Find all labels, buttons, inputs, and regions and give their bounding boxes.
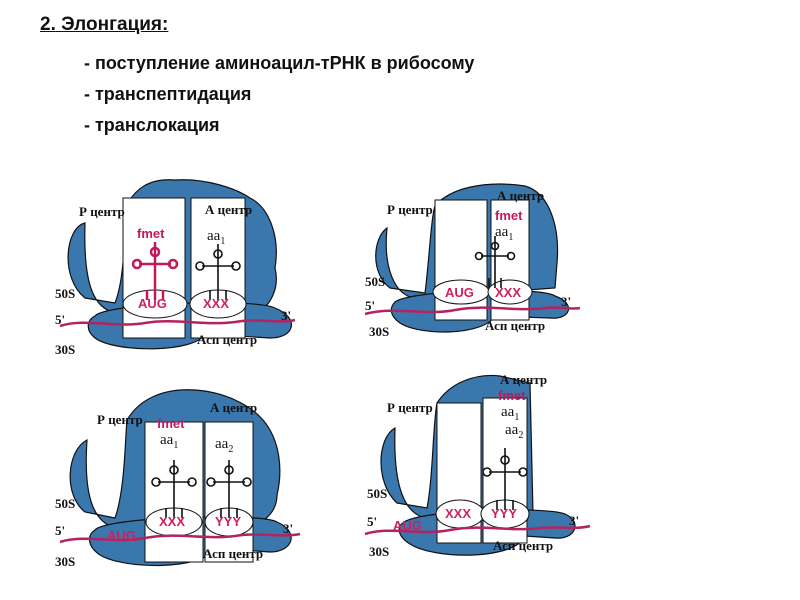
fmet-label: fmet <box>157 416 185 431</box>
heading-number: 2. <box>40 14 56 35</box>
aa2-label: aa2 <box>215 436 233 455</box>
codon-prev: AUG <box>393 518 422 533</box>
label-30s: 30S <box>369 324 389 339</box>
aa2-label: aa2 <box>505 422 523 441</box>
aa1-sub: 1 <box>173 440 178 451</box>
aa1-main: aa <box>160 432 174 448</box>
heading-title: Элонгация: <box>55 14 169 35</box>
label-3prime: 3' <box>281 308 291 323</box>
ribosome-diagram-1: Р центр А центр fmet aa1 AUG XXX 50S 5' … <box>55 179 296 357</box>
codon-prev: AUG <box>107 528 136 543</box>
aa1-sub: 1 <box>514 412 519 423</box>
p-center-label: Р центр <box>79 204 125 219</box>
label-5prime: 5' <box>367 514 377 529</box>
label-50s: 50S <box>367 486 387 501</box>
trna-aa2 <box>206 460 252 518</box>
p-center-label: Р центр <box>387 400 433 415</box>
aa2-main: aa <box>505 422 519 438</box>
fmet-label: fmet <box>498 388 526 403</box>
aa-main: aa <box>495 224 509 240</box>
label-3prime: 3' <box>561 294 571 309</box>
codon-a: XXX <box>495 285 521 300</box>
a-center-label: А центр <box>497 188 544 203</box>
bullet-item: - транспептидация <box>84 84 252 104</box>
trna-aa1 <box>474 236 516 288</box>
trna-aa2 <box>482 448 528 510</box>
aa1-main: aa <box>501 404 515 420</box>
mrna-strand <box>364 524 591 536</box>
bullet-item: - поступление аминоацил-тРНК в рибосому <box>84 53 475 73</box>
aa2-main: aa <box>215 436 229 452</box>
p-center-label: Р центр <box>387 202 433 217</box>
bullet-item: - транслокация <box>84 115 220 135</box>
bullet-list: - поступление аминоацил-тРНК в рибосому … <box>84 48 474 141</box>
aa-sub: 1 <box>508 232 513 243</box>
label-3prime: 3' <box>283 521 293 536</box>
label-5prime: 5' <box>55 523 65 538</box>
ribosome-diagram-3: Р центр А центр fmet aa1 aa2 AUG XXX YYY… <box>55 389 301 569</box>
ribosome-diagram-4: Р центр А центр fmet aa1 aa2 AUG XXX YYY… <box>364 372 591 559</box>
fmet-label: fmet <box>137 226 165 241</box>
small-subunit-shape <box>87 302 293 350</box>
asp-center-label: Асп центр <box>197 332 257 347</box>
p-center-label: Р центр <box>97 412 143 427</box>
mrna-strand <box>364 306 581 316</box>
codon-p: AUG <box>138 296 167 311</box>
codon-bubble <box>487 279 533 305</box>
codon-a: XXX <box>203 296 229 311</box>
label-30s: 30S <box>55 554 75 569</box>
mrna-strand <box>59 532 301 544</box>
asp-center-label: Асп центр <box>485 318 545 333</box>
aa1-label: aa1 <box>501 404 519 423</box>
label-3prime: 3' <box>569 513 579 528</box>
slide-heading: 2. Элонгация: <box>40 14 168 36</box>
label-50s: 50S <box>365 274 385 289</box>
ribosome-panel-1: Р центр А центр fmet aa1 AUG XXX 50S 5' … <box>55 168 305 373</box>
label-50s: 50S <box>55 286 75 301</box>
codon-a: YYY <box>491 506 517 521</box>
label-5prime: 5' <box>365 298 375 313</box>
label-5prime: 5' <box>55 312 65 327</box>
aa-main: aa <box>207 228 221 244</box>
aa2-sub: 2 <box>228 444 233 455</box>
trna-aa1 <box>151 460 197 518</box>
mrna-strand <box>59 318 296 328</box>
aa2-sub: 2 <box>518 430 523 441</box>
ribosome-panel-4: Р центр А центр fmet aa1 aa2 AUG XXX YYY… <box>364 368 595 583</box>
codon-a: YYY <box>215 514 241 529</box>
trna-aa1 <box>195 244 241 300</box>
codon-p: XXX <box>445 506 471 521</box>
aa-label: aa1 <box>207 228 225 247</box>
aa-label: aa1 <box>495 224 513 243</box>
codon-p: XXX <box>159 514 185 529</box>
ribosome-panel-2: Р центр А центр fmet aa1 AUG XXX 50S 5' … <box>364 178 585 353</box>
fmet-label: fmet <box>495 208 523 223</box>
label-50s: 50S <box>55 496 75 511</box>
a-center-label: А центр <box>500 372 547 387</box>
label-30s: 30S <box>55 342 75 357</box>
aa1-label: aa1 <box>160 432 178 451</box>
codon-p: AUG <box>445 285 474 300</box>
label-30s: 30S <box>369 544 389 559</box>
aa-sub: 1 <box>220 236 225 247</box>
ribosome-panel-3: Р центр А центр fmet aa1 aa2 AUG XXX YYY… <box>55 380 305 585</box>
a-center-label: А центр <box>210 400 257 415</box>
asp-center-label: Асп центр <box>203 546 263 561</box>
ribosome-diagram-2: Р центр А центр fmet aa1 AUG XXX 50S 5' … <box>364 183 581 339</box>
asp-center-label: Асп центр <box>493 538 553 553</box>
trna-fmet <box>131 242 179 300</box>
a-center-label: А центр <box>205 202 252 217</box>
